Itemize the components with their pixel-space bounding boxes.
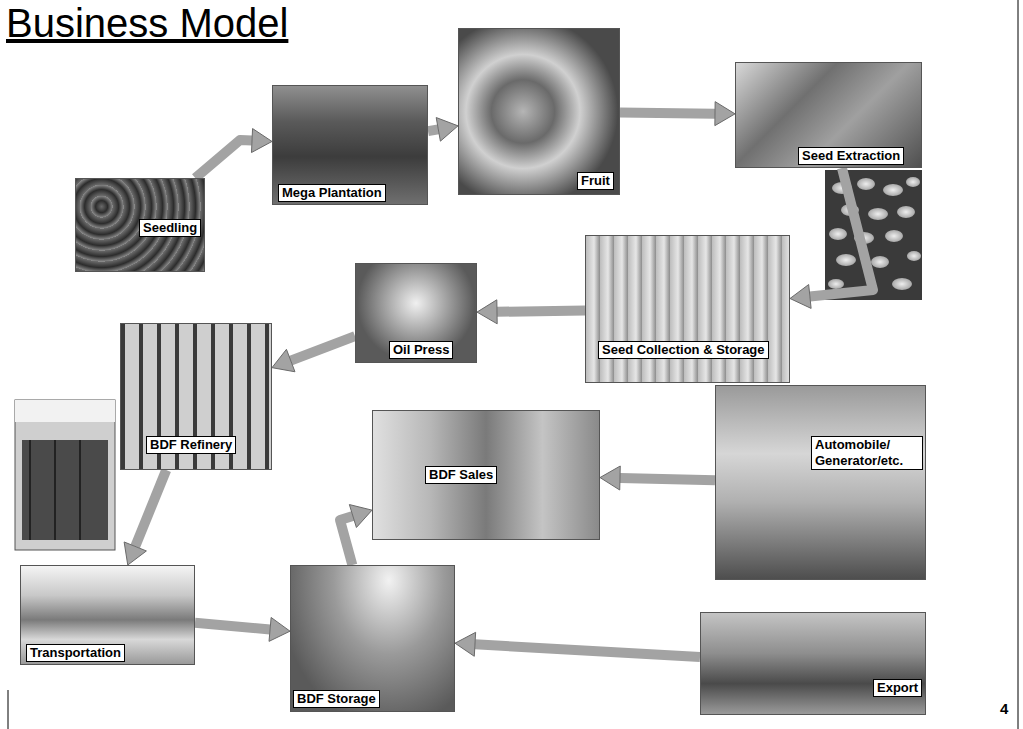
stage-label: Oil Press [389, 341, 453, 359]
flow-arrow [620, 102, 735, 126]
slide-title: Business Model [6, 0, 288, 46]
arrow-shaft [195, 623, 270, 630]
flow-arrow [477, 300, 585, 324]
stage-label: Automobile/ Generator/etc. [811, 436, 923, 470]
stage-photo: Seed Collection & Storage [585, 235, 790, 383]
stage-photo: Seedling [75, 178, 205, 272]
stage-photo: Seed Extraction [735, 62, 922, 168]
arrow-head [272, 349, 295, 371]
flow-arrow [272, 336, 355, 372]
slide-frame [8, 690, 9, 729]
page-number: 4 [1000, 700, 1008, 717]
stage-label: Seedling [139, 219, 201, 237]
stage-label: Transportation [26, 644, 125, 662]
arrow-head [349, 505, 372, 528]
flow-arrow [790, 168, 873, 308]
arrow-head [436, 118, 458, 142]
arrow-shaft [620, 478, 715, 480]
slide-frame [1018, 0, 1019, 729]
arrow-head [790, 285, 811, 309]
stage-label: Fruit [577, 172, 614, 190]
flow-arrow [195, 617, 290, 641]
arrow-head [477, 300, 497, 324]
flow-arrow [124, 470, 166, 565]
stage-label: Export [873, 679, 922, 697]
flow-arrow [455, 632, 700, 657]
flow-arrow [340, 505, 372, 565]
arrow-head [251, 129, 272, 153]
stage-label: BDF Refinery [146, 436, 236, 454]
stage-label: BDF Storage [293, 690, 380, 708]
arrow-shaft [340, 516, 353, 565]
arrow-shaft [291, 336, 355, 360]
stage-photo: BDF Sales [372, 410, 600, 540]
stage-label: Seed Collection & Storage [598, 341, 769, 359]
flow-arrow [600, 466, 715, 490]
arrow-shaft [195, 140, 252, 178]
stage-photo: Transportation [20, 565, 195, 665]
stage-photo: BDF Storage [290, 565, 455, 712]
arrow-head [600, 466, 620, 490]
arrow-head [715, 102, 735, 126]
stage-photo: Export [700, 612, 926, 715]
stage-photo: Mega Plantation [272, 85, 428, 205]
arrow-shaft [135, 470, 166, 546]
refinery-photo [15, 400, 115, 550]
arrow-head [124, 542, 146, 565]
arrow-head [455, 632, 476, 656]
stage-label: Seed Extraction [798, 147, 904, 165]
arrow-shaft [810, 168, 873, 296]
arrow-shaft [475, 644, 700, 657]
arrow-shaft [620, 112, 715, 113]
stage-photo: BDF Refinery [120, 323, 272, 470]
stage-photo: Fruit [458, 28, 620, 195]
flow-arrow [195, 129, 272, 178]
arrow-shaft [497, 311, 585, 312]
stage-photo: Automobile/ Generator/etc. [715, 385, 926, 580]
flow-arrow [428, 118, 458, 142]
arrow-shaft [428, 129, 438, 131]
stage-photo: Oil Press [355, 263, 477, 363]
arrow-head [269, 617, 290, 641]
stage-label: Mega Plantation [278, 184, 386, 202]
stage-label: BDF Sales [425, 466, 497, 484]
